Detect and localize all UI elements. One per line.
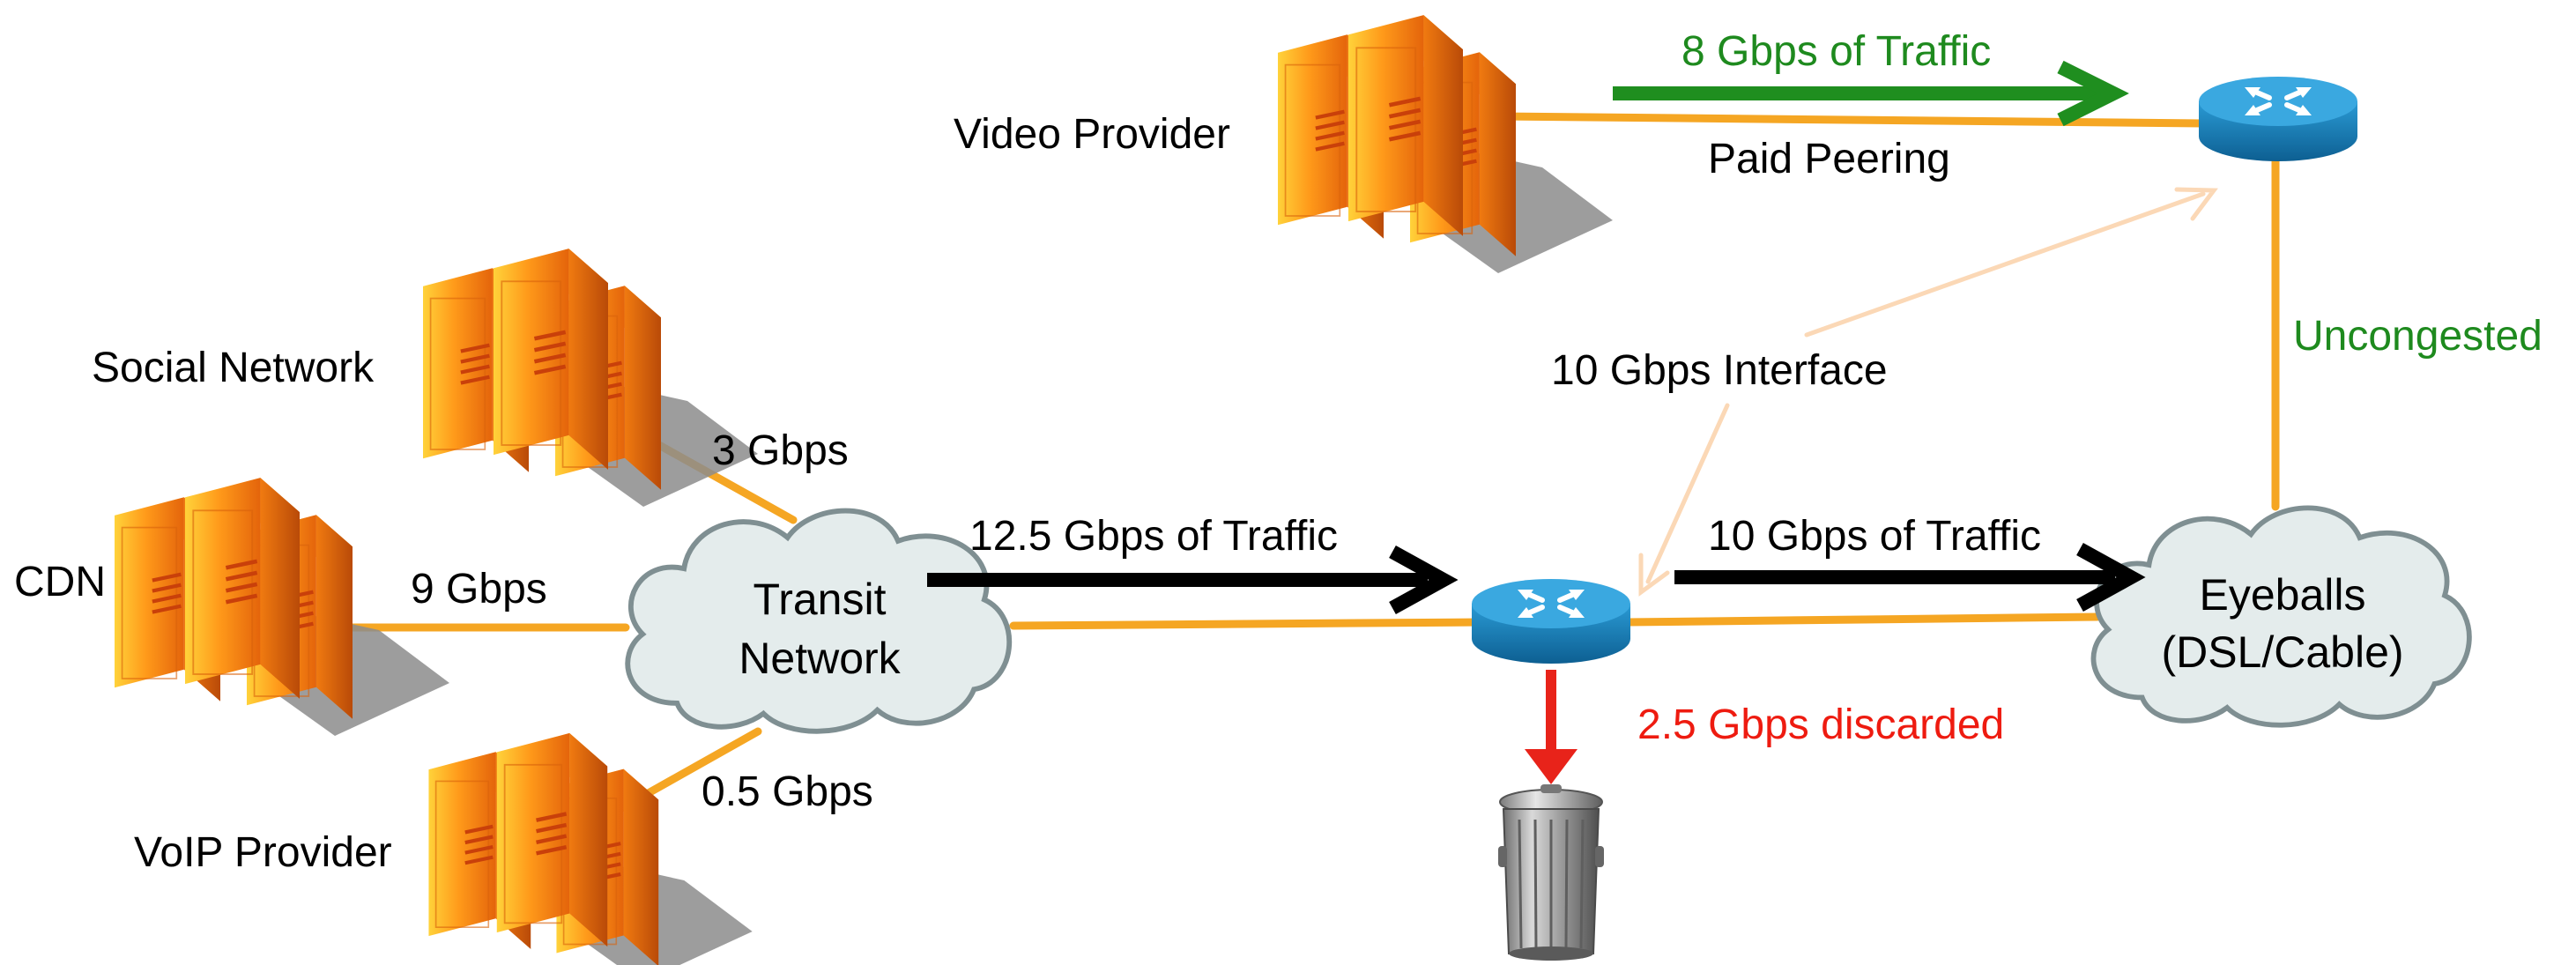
link-video-peering (1494, 112, 2208, 128)
social-network-label: Social Network (92, 345, 375, 391)
edge-router-icon (1472, 579, 1630, 664)
interface-arrow-lower (1645, 403, 1730, 584)
discard-arrow (1525, 670, 1578, 784)
interface-label: 10 Gbps Interface (1551, 347, 1888, 394)
interface-annotation-arrows (1638, 187, 2218, 597)
uncongested-label: Uncongested (2293, 313, 2543, 360)
video-traffic-arrow (1613, 60, 2129, 127)
social-network-server-icon (423, 249, 758, 507)
transit-traffic-label: 12.5 Gbps of Traffic (969, 513, 1338, 560)
transit-cloud-label-line2: Network (739, 634, 901, 683)
transit-cloud-label-line1: Transit (753, 575, 887, 624)
voip-provider-label: VoIP Provider (134, 829, 392, 876)
eyeball-traffic-label: 10 Gbps of Traffic (1708, 513, 2041, 560)
eyeball-traffic-arrow (1674, 542, 2146, 612)
transit-traffic-arrow (927, 545, 1459, 615)
link-transit-router (1009, 618, 1485, 630)
cdn-label: CDN (14, 559, 106, 605)
trash-can-icon (1498, 784, 1604, 961)
social-rate-label: 3 Gbps (712, 427, 849, 474)
interface-arrow-upper (1804, 191, 2206, 338)
video-traffic-label: 8 Gbps of Traffic (1681, 28, 1991, 75)
cdn-rate-label: 9 Gbps (411, 566, 547, 612)
voip-rate-label: 0.5 Gbps (702, 768, 873, 815)
cdn-server-icon (115, 478, 449, 736)
link-router-eyeballs (1622, 612, 2102, 627)
video-provider-label: Video Provider (954, 111, 1230, 158)
paid-peering-label: Paid Peering (1708, 136, 1950, 182)
eyeballs-cloud-label-line1: Eyeballs (2200, 570, 2366, 620)
eyeballs-cloud-label-line2: (DSL/Cable) (2161, 627, 2403, 677)
discarded-label: 2.5 Gbps discarded (1637, 701, 2004, 748)
peering-router-icon (2199, 77, 2357, 161)
video-provider-server-icon (1278, 15, 1613, 273)
